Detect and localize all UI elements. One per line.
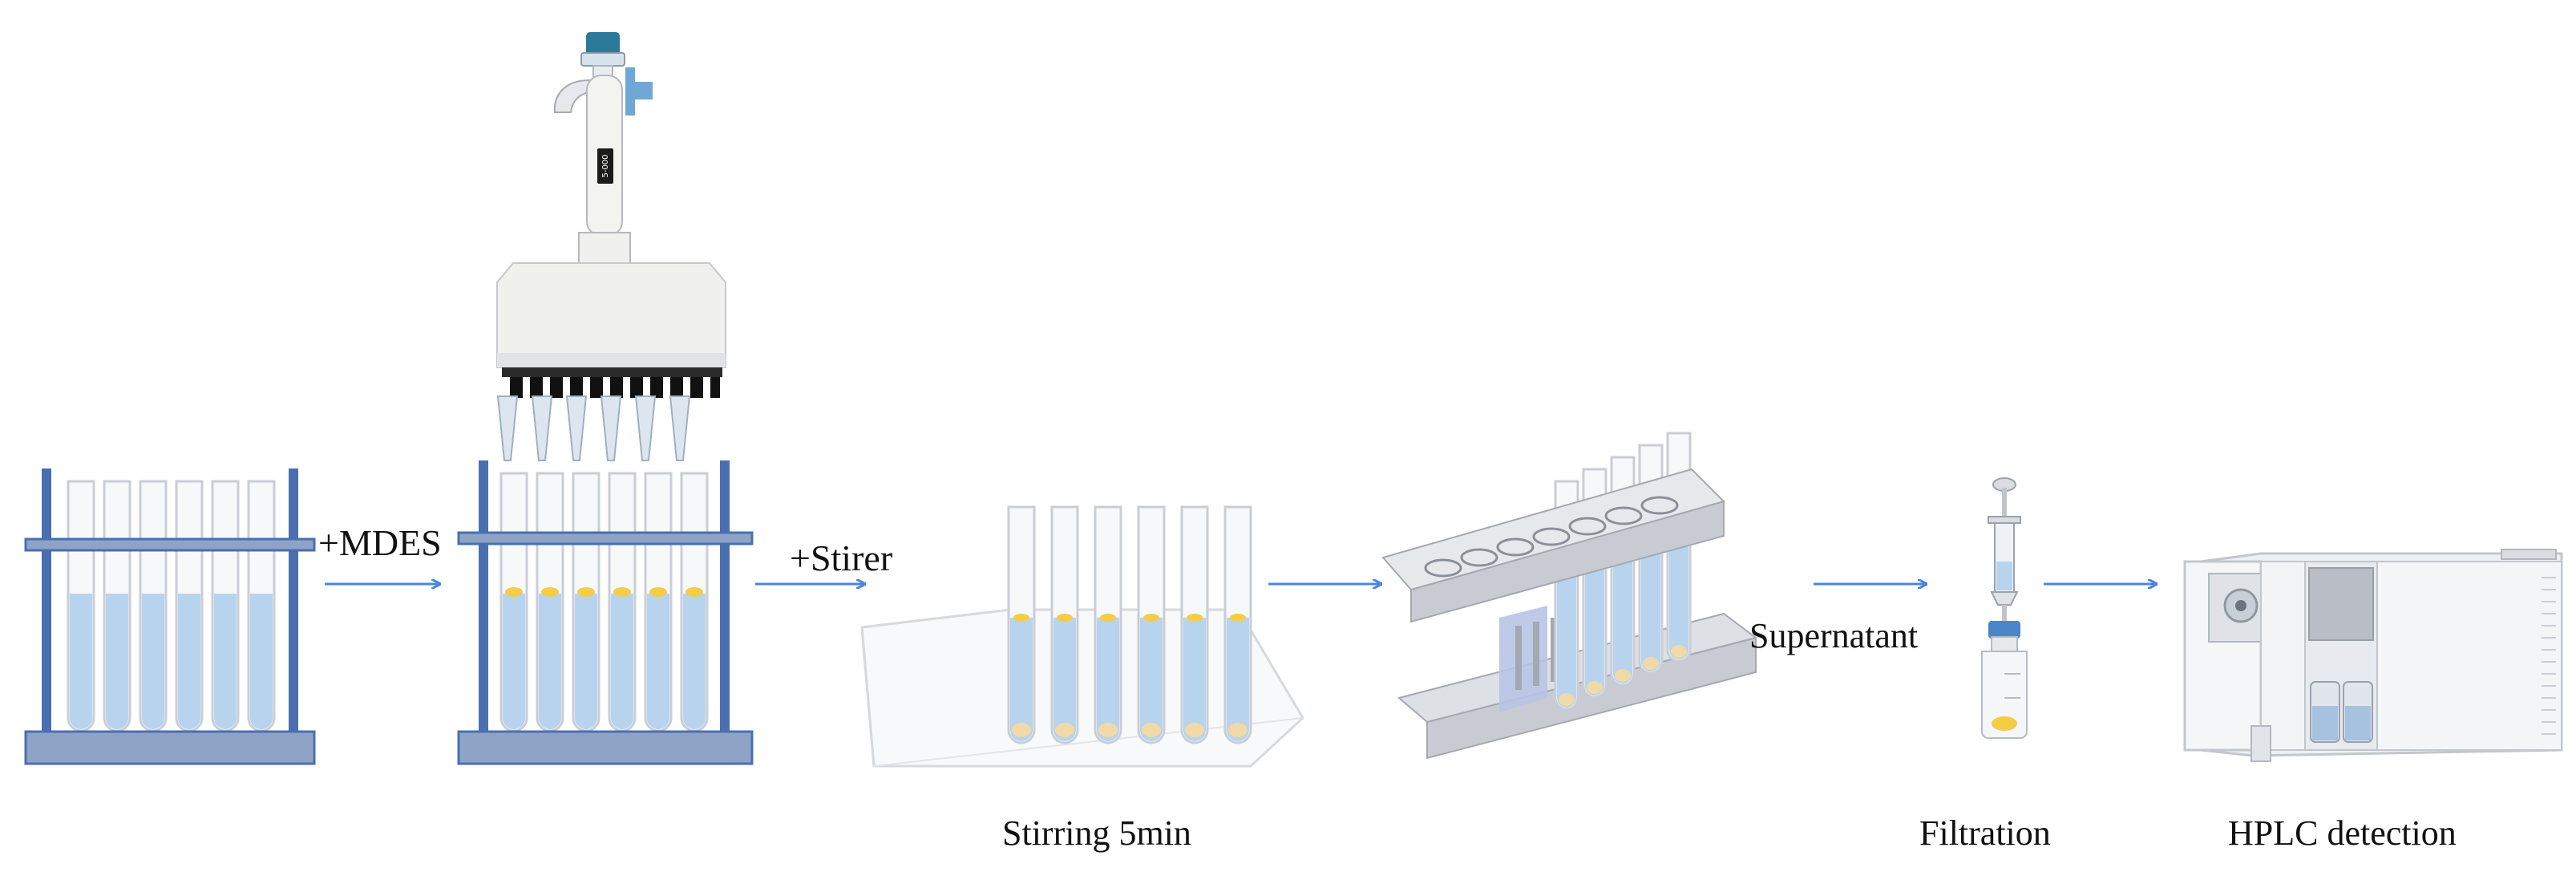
syringe-plunger-rod [2002,488,2007,517]
rack-post-left [42,468,51,733]
sample-tubes [67,480,276,732]
rack-with-mdes [457,460,754,765]
sample-liquid [70,594,273,729]
syringe-filter [1990,591,2019,606]
rack-base [24,730,316,765]
multichannel-pipette: 5-000 [496,32,726,461]
hplc-instrument [2183,549,2563,762]
rack-post-left [479,460,488,733]
rack-base [457,730,754,765]
stir-bars [1012,723,1248,737]
mdes-tubes [499,472,709,732]
syringe-filter-vial [1981,477,2028,739]
tip-cones [510,377,720,398]
hplc-door [2308,567,2374,641]
pipette-tips [496,395,691,461]
syringe-liquid [1996,562,2012,590]
label-supernatant: Supernatant [1749,616,1919,655]
rack-holes [1424,496,1679,578]
rack-shelf [457,531,754,545]
tilted-sediment [1559,645,1687,706]
pipette-neck [578,232,631,264]
tilted-tube-rack [1381,432,1758,760]
label-hplc-detection: HPLC detection [2228,813,2457,853]
label-add-stirer: +Stirer [790,537,893,578]
stirring-liquid [1010,618,1249,741]
rack-shelf [24,537,316,552]
label-add-mdes: +MDES [318,522,442,563]
vent-grille [2542,577,2556,735]
label-stirring-5min: Stirring 5min [1002,813,1191,853]
label-filtration: Filtration [1919,813,2051,853]
pipette-plunger-ring [580,52,625,67]
pipette-plunger-cap [586,32,620,56]
mdes-liquid [503,594,706,729]
volume-display-text: 5-000 [601,154,610,177]
stirring-top-drops [1013,614,1246,622]
volume-display [597,148,613,184]
rack-post-right [720,460,730,733]
ejector-button-icon [625,67,653,116]
mdes-drops [505,587,703,597]
finger-hook-icon [553,79,595,113]
tip-cone-bar [502,367,722,377]
rack-divider [1499,606,1547,712]
multichannel-head [496,262,726,368]
rack-post-right [289,468,298,733]
head-underside [497,353,726,367]
vial-neck [1991,636,2018,652]
rack-slots [1515,618,1557,690]
vial-cap [1988,621,2020,639]
hplc-foot [2250,725,2271,762]
vial-filtrate [1992,716,2017,731]
stirring-tray [860,505,1304,768]
rack-with-samples [24,468,316,765]
hplc-detector-module [2376,561,2562,751]
syringe-flange [1988,516,2021,524]
